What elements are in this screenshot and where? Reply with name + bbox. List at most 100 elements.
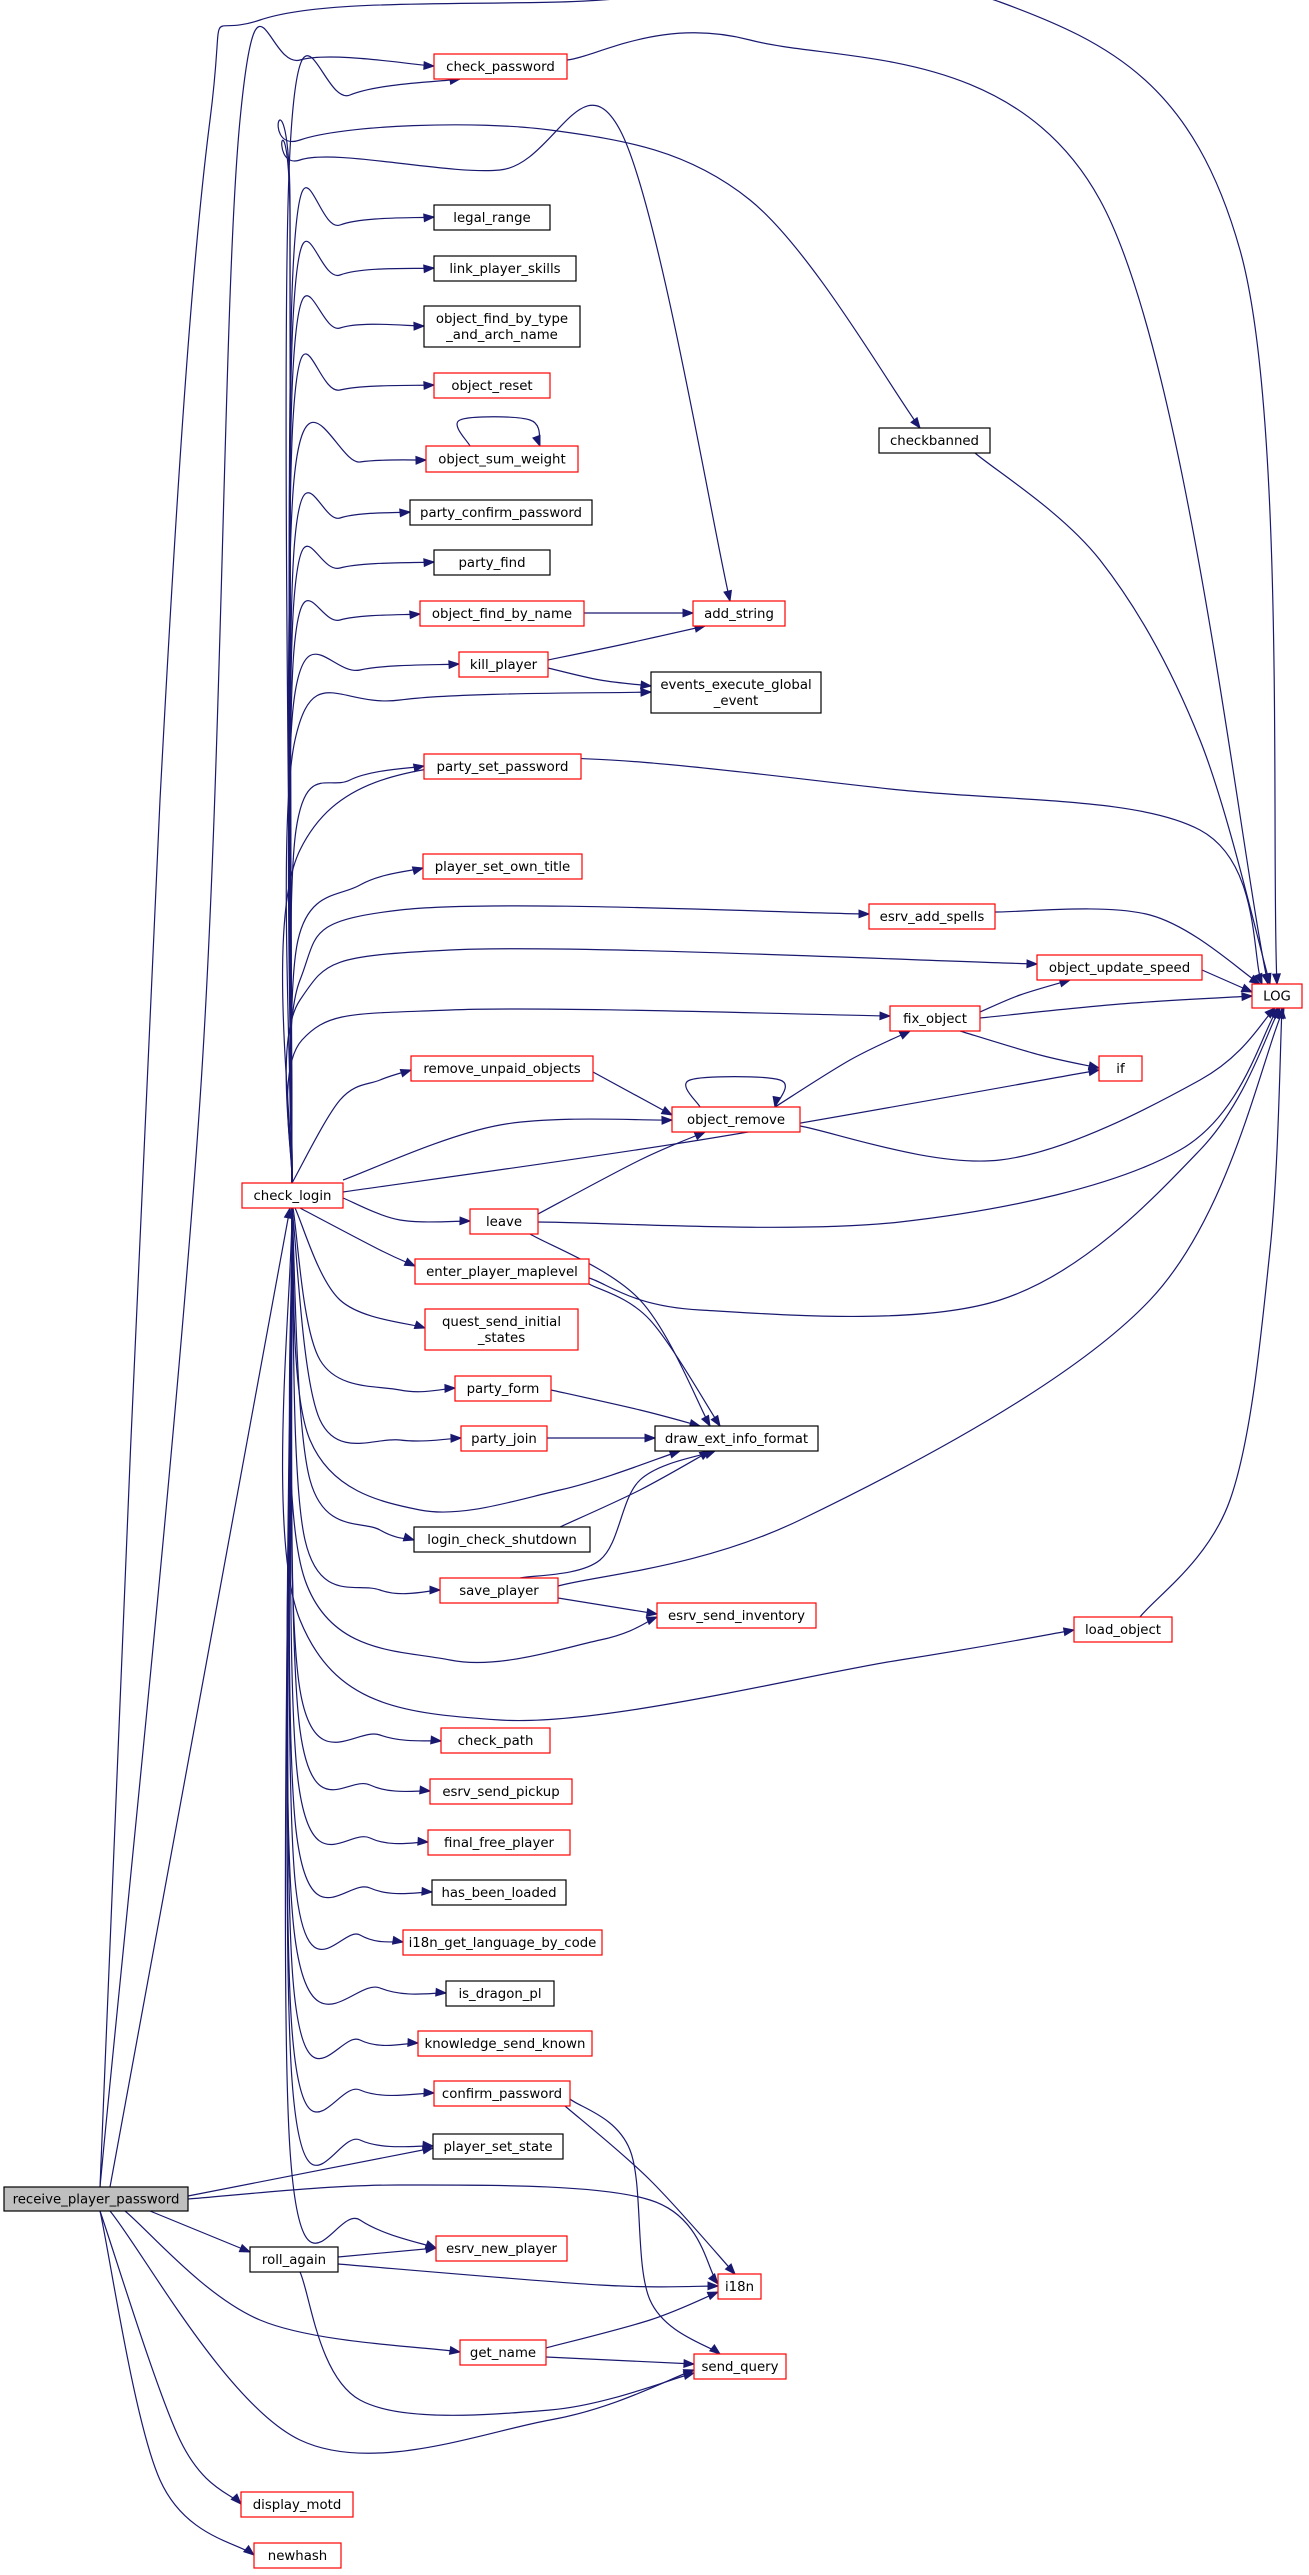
edge-line [288,1207,433,1899]
node-label: fix_object [903,1012,967,1027]
arrowhead [242,2544,256,2556]
edge-line [291,1207,415,1541]
node-esrv-send-inventory[interactable]: esrv_send_inventory [656,1602,817,1629]
node-fix-object[interactable]: fix_object [889,1005,981,1032]
edge-line [124,2210,461,2353]
edge-check_login-to-esrv_add_spells [289,905,871,1184]
edge-line [285,948,1038,1184]
arrowhead [707,2281,720,2291]
node-object-reset[interactable]: object_reset [433,372,551,399]
node-enter-player-maplevel[interactable]: enter_player_maplevel [414,1258,590,1285]
node-label: player_set_own_title [435,860,571,875]
node-i18n[interactable]: i18n [717,2273,762,2300]
edge-line [569,2098,721,2355]
edge-line [774,1030,911,1108]
arrowhead [879,1011,892,1021]
node-i18n-get-language-by-code[interactable]: i18n_get_language_by_code [402,1929,603,1956]
arrowhead [407,2037,420,2047]
node-label: esrv_send_inventory [668,1609,805,1624]
node-box [431,1879,567,1906]
node-remove-unpaid-objects[interactable]: remove_unpaid_objects [410,1055,594,1082]
edge-line [456,416,541,447]
edge-line [979,979,1071,1013]
edge-object_remove-to-fix_object [774,1030,912,1108]
node-add-string[interactable]: add_string [692,600,786,627]
node-label: i18n_get_language_by_code [409,1936,597,1951]
node-final-free-player[interactable]: final_free_player [427,1829,571,1856]
node-LOG[interactable]: LOG [1251,983,1303,1009]
node-get-name[interactable]: get_name [459,2339,547,2366]
node-newhash[interactable]: newhash [253,2542,342,2569]
edge-line [537,1131,706,1215]
node-load-object[interactable]: load_object [1073,1616,1173,1643]
node-box [413,1526,591,1553]
edge-line [337,2263,719,2288]
edge-line [557,1007,1285,1587]
node-party-form[interactable]: party_form [454,1375,552,1402]
node-box [693,2353,787,2380]
node-check-password[interactable]: check_password [433,53,568,80]
arrowhead [682,2371,696,2381]
edge-object_update_speed-to-LOG [1201,969,1254,993]
arrowhead [409,610,422,620]
node-player-set-own-title[interactable]: player_set_own_title [422,853,583,880]
arrowhead [423,2088,436,2098]
edge-line [1139,1007,1283,1618]
arrowhead [430,1735,443,1745]
node-object-sum-weight[interactable]: object_sum_weight [425,445,579,473]
node-leave[interactable]: leave [469,1208,539,1235]
node-receive-player-password[interactable]: receive_player_password [3,2186,189,2212]
node-box [241,1182,344,1209]
edge-line [547,625,706,661]
edge-line [286,1207,435,2113]
node-object-update-speed[interactable]: object_update_speed [1036,954,1203,981]
node-party-set-password[interactable]: party_set_password [423,753,582,780]
arrowhead [423,61,436,70]
node-display-motd[interactable]: display_motd [240,2491,354,2518]
edge-line [289,1207,429,1845]
node-label: LOG [1263,990,1291,1005]
arrowhead [640,687,653,697]
edge-line [299,1207,416,1267]
edge-check_login-to-quest_send_initial_states [294,1207,427,1330]
node-party-join[interactable]: party_join [460,1425,548,1452]
node-send-query[interactable]: send_query [693,2353,787,2380]
node-quest-send-initial-states[interactable]: quest_send_initial_states [424,1308,579,1351]
edge-line [286,1207,434,2166]
node-if[interactable]: if [1098,1055,1143,1082]
node-check-login[interactable]: check_login [241,1182,344,1209]
node-label: object_reset [451,379,532,394]
node-save-player[interactable]: save_player [439,1577,559,1604]
edge-check_login-to-load_object [281,1207,1076,1722]
node-knowledge-send-known[interactable]: knowledge_send_known [417,2030,593,2057]
node-check-path[interactable]: check_path [440,1727,551,1754]
node-box [654,1425,819,1452]
node-box [427,1829,571,1856]
node-object-remove[interactable]: object_remove [671,1106,801,1133]
node-confirm-password[interactable]: confirm_password [433,2080,571,2107]
node-label: checkbanned [890,434,979,449]
node-label: check_password [446,60,555,75]
arrowhead [459,1216,472,1226]
edge-check_login-to-esrv_new_player [284,1207,438,2249]
node-box [410,1055,594,1082]
edge-check_login-to-draw_ext_info_format [291,1207,682,1513]
edge-layer [99,0,1286,2556]
edge-fix_object-to-if [959,1030,1101,1071]
edge-line [557,1597,658,1615]
node-label: _event [713,694,759,709]
node-kill-player[interactable]: kill_player [458,651,549,678]
edge-line [685,1076,786,1108]
node-label: receive_player_password [13,2193,180,2208]
edge-save_player-to-draw_ext_info_format [519,1450,717,1579]
node-login-check-shutdown: login_check_shutdown [413,1526,591,1553]
node-esrv-send-pickup[interactable]: esrv_send_pickup [429,1778,573,1805]
edge-object_remove-to-LOG [799,1007,1277,1162]
node-label: leave [486,1215,522,1230]
node-esrv-new-player[interactable]: esrv_new_player [435,2235,568,2262]
arrowhead [660,1106,674,1116]
node-object-find-by-name[interactable]: object_find_by_name [419,600,585,627]
edge-check_login-to-esrv_send_pickup [290,1207,432,1795]
node-esrv-add-spells[interactable]: esrv_add_spells [868,903,996,930]
edge-line [547,667,652,687]
